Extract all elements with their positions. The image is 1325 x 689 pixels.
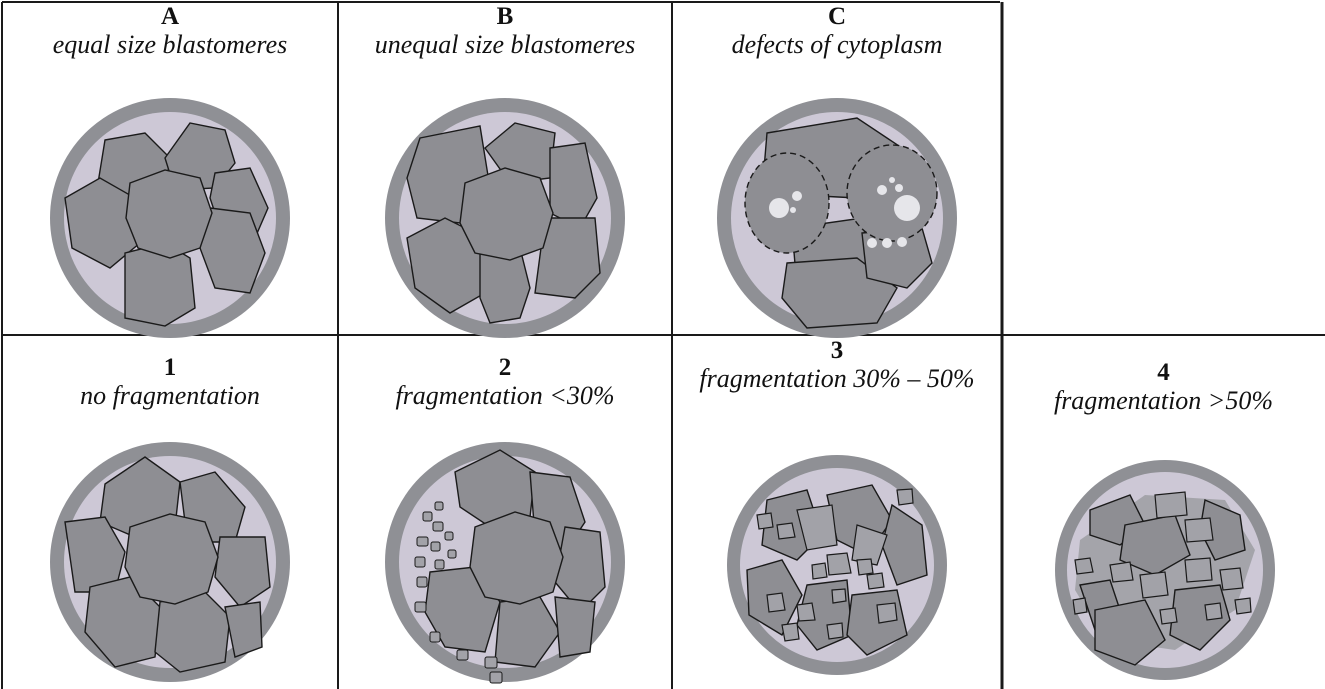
cell-3-heading: 3 fragmentation 30% – 50% — [672, 338, 1002, 394]
fragment — [1110, 562, 1133, 582]
fragment — [827, 553, 851, 575]
fragment — [1205, 603, 1222, 620]
fragment — [1155, 492, 1187, 518]
cell-c-heading: C defects of cytoplasm — [672, 4, 1002, 60]
fragment — [1185, 558, 1212, 582]
fragment — [417, 537, 428, 546]
fragment — [857, 559, 873, 575]
cell-a-caption: equal size blastomeres — [2, 30, 338, 60]
fragment — [485, 657, 497, 668]
fragment — [1185, 518, 1213, 542]
cell-2-caption: fragmentation <30% — [338, 381, 672, 411]
fragment — [457, 650, 468, 660]
blastomere — [126, 170, 212, 258]
embryo-3-fragmentation-30-50 — [727, 455, 947, 675]
vacuole — [769, 198, 789, 218]
vacuole — [792, 191, 802, 201]
cell-2-number: 2 — [338, 355, 672, 381]
cell-b-caption: unequal size blastomeres — [338, 30, 672, 60]
embryo-a-equal-blastomeres — [50, 98, 290, 338]
blastomere — [460, 168, 553, 260]
blastomere-defective — [847, 145, 937, 241]
vacuole — [790, 207, 796, 213]
fragment — [433, 522, 443, 531]
cell-c-caption: defects of cytoplasm — [672, 30, 1002, 60]
cell-4-caption: fragmentation >50% — [1002, 386, 1325, 416]
fragment — [415, 602, 426, 612]
fragment — [448, 550, 456, 558]
cell-3-caption: fragmentation 30% – 50% — [672, 364, 1002, 394]
cell-b-heading: B unequal size blastomeres — [338, 4, 672, 60]
vacuole — [882, 238, 892, 248]
fragment — [767, 593, 785, 612]
vacuole — [895, 184, 903, 192]
embryo-4-fragmentation-gt50 — [1055, 460, 1275, 680]
embryo-b-unequal-blastomeres — [385, 98, 625, 338]
fragment — [435, 560, 444, 569]
cell-a-letter: A — [2, 4, 338, 30]
fragment — [490, 672, 502, 683]
cell-2-heading: 2 fragmentation <30% — [338, 355, 672, 411]
cell-1-number: 1 — [2, 355, 338, 381]
fragment — [423, 512, 432, 521]
embryo-2-fragmentation-lt30 — [385, 442, 625, 683]
fragment — [417, 577, 427, 587]
fragment — [430, 632, 440, 642]
fragment — [827, 623, 843, 639]
fragment — [897, 489, 913, 505]
fragment — [1140, 572, 1168, 598]
fragment — [777, 523, 795, 539]
vacuole — [867, 238, 877, 248]
fragment — [1160, 608, 1177, 624]
embryo-1-no-fragmentation — [50, 442, 290, 682]
fragment — [832, 589, 846, 603]
fragment — [435, 502, 443, 510]
cell-1-heading: 1 no fragmentation — [2, 355, 338, 411]
fragment — [415, 557, 425, 567]
fragment — [782, 623, 799, 641]
fragment — [1220, 568, 1243, 590]
fragment — [445, 532, 453, 540]
cell-c-letter: C — [672, 4, 1002, 30]
fragment — [812, 563, 827, 579]
fragment — [877, 603, 897, 623]
vacuole — [897, 237, 907, 247]
fragment — [867, 573, 884, 589]
vacuole — [894, 195, 920, 221]
cell-4-number: 4 — [1002, 360, 1325, 386]
embryo-c-cytoplasm-defects — [717, 98, 957, 338]
fragment — [797, 603, 815, 621]
vacuole — [877, 185, 887, 195]
fragment — [431, 542, 440, 551]
cell-b-letter: B — [338, 4, 672, 30]
blastomere — [470, 512, 563, 604]
fragment — [1075, 558, 1093, 574]
fragment — [1073, 598, 1087, 614]
blastomere — [125, 514, 218, 604]
fragment — [1235, 598, 1251, 614]
vacuole — [889, 177, 895, 183]
fragment — [757, 513, 773, 529]
cell-a-heading: A equal size blastomeres — [2, 4, 338, 60]
cell-3-number: 3 — [672, 338, 1002, 364]
cell-4-heading: 4 fragmentation >50% — [1002, 360, 1325, 416]
cell-1-caption: no fragmentation — [2, 381, 338, 411]
blastomere — [555, 597, 595, 657]
